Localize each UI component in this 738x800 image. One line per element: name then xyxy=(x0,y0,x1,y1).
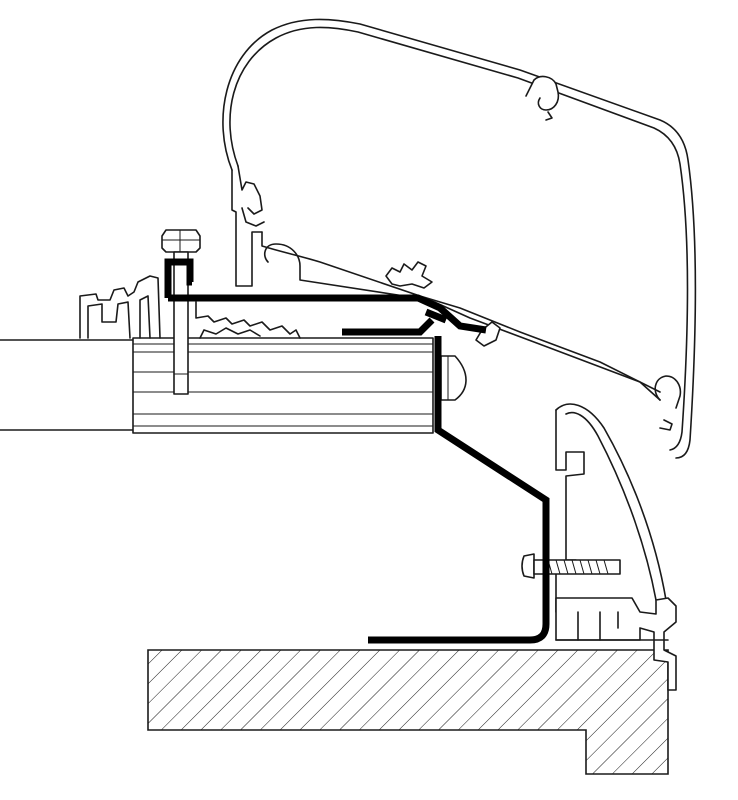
rail-profile xyxy=(79,275,301,339)
awning-housing-profile xyxy=(222,18,697,691)
mounting-bolt xyxy=(161,229,201,395)
hatched-wall xyxy=(147,649,669,775)
roof-rail xyxy=(0,339,135,431)
fixing-screw xyxy=(521,553,621,579)
adapter-bracket xyxy=(164,258,550,644)
